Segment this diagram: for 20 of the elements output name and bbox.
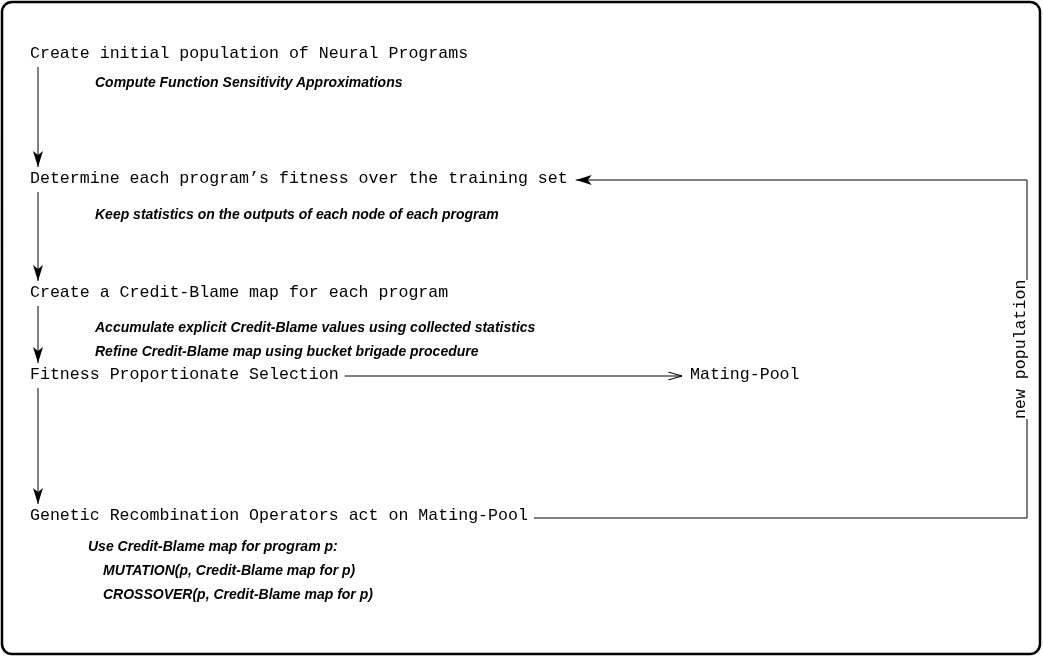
step-text: Genetic Recombination Operators act on Mating-Pool	[30, 506, 528, 526]
step-text: Fitness Proportionate Selection	[30, 365, 339, 385]
arrow	[344, 371, 683, 381]
step-text: Mating-Pool	[690, 365, 800, 385]
arrow	[33, 66, 43, 168]
step-note: Accumulate explicit Credit-Blame values using collected statistics	[95, 318, 536, 336]
arrow	[533, 175, 1028, 519]
edge-label: new population	[1011, 279, 1031, 419]
step-text: Determine each program’s fitness over the training set	[30, 169, 568, 189]
step-note: MUTATION(p, Credit-Blame map for p)	[103, 561, 356, 579]
arrow	[33, 305, 43, 364]
step-note: Refine Credit-Blame map using bucket brigade procedure	[95, 342, 479, 360]
arrow	[33, 191, 43, 282]
step-note: Keep statistics on the outputs of each node of each program	[95, 205, 499, 223]
step-text: Create a Credit-Blame map for each program	[30, 283, 449, 303]
arrow	[33, 387, 43, 505]
step-note: Use Credit-Blame map for program p:	[88, 537, 338, 555]
step-note: CROSSOVER(p, Credit-Blame map for p)	[103, 585, 373, 603]
step-text: Create initial population of Neural Programs	[30, 44, 469, 64]
step-note: Compute Function Sensitivity Approximations	[95, 73, 403, 91]
